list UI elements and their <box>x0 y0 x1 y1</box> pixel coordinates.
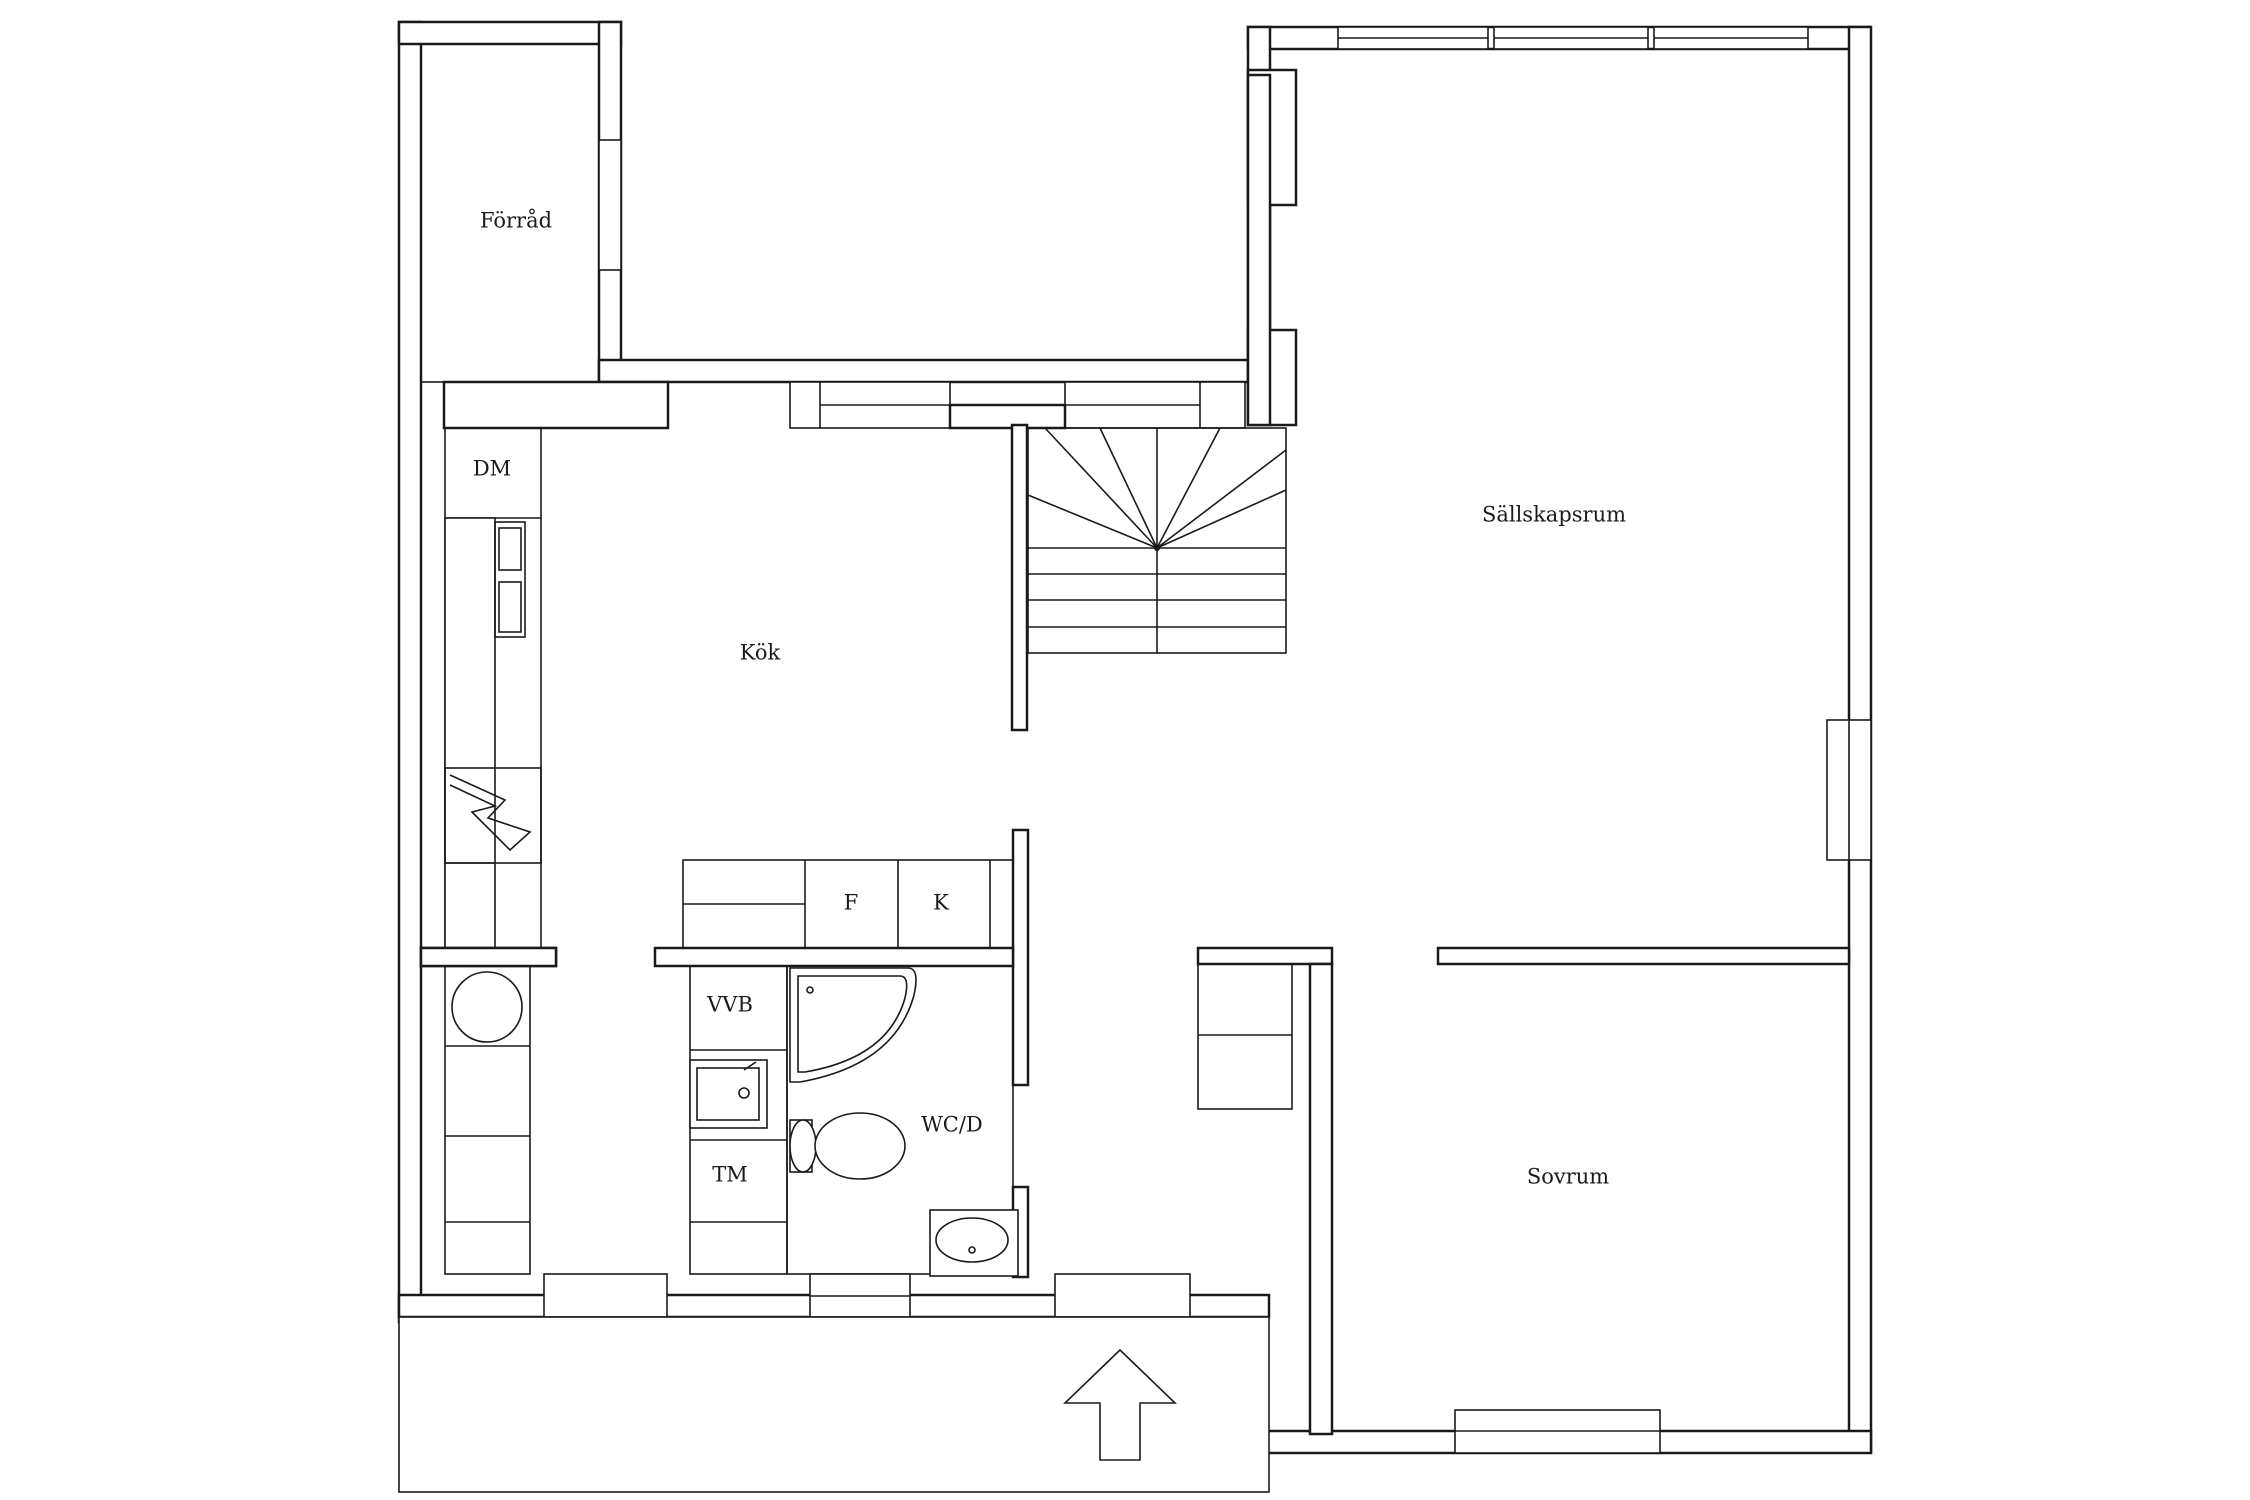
storage-room: Förråd <box>420 43 622 383</box>
corner-shower <box>789 967 917 1083</box>
kitchen-counter <box>444 427 542 949</box>
bottom-openings <box>543 1273 1191 1318</box>
freezer-label: K <box>933 891 949 915</box>
living-room-label: Sällskapsrum <box>1482 503 1626 527</box>
water-heater-label: VVB <box>706 993 753 1017</box>
utility-sink <box>689 1059 768 1129</box>
staircase <box>1027 427 1287 654</box>
top-windows <box>1337 26 1809 50</box>
kitchen-walls <box>442 380 1246 732</box>
dishwasher-label: DM <box>473 457 511 481</box>
bathroom-label: WC/D <box>921 1113 983 1137</box>
inner-top-walls <box>1246 68 1298 427</box>
washbasin <box>929 1209 1019 1277</box>
dryer-label: TM <box>712 1163 748 1187</box>
kitchen-label: Kök <box>740 641 781 665</box>
fridge-label: F <box>844 891 859 915</box>
bedroom-label: Sovrum <box>1527 1165 1609 1189</box>
living-bedroom-walls <box>1196 719 1872 1454</box>
entrance-arrow-icon <box>1063 1348 1177 1461</box>
storage-label: Förråd <box>480 209 552 233</box>
laundry-area <box>419 946 558 1275</box>
toilet <box>789 1112 906 1180</box>
fridge-freezer-block <box>682 828 1030 1087</box>
entrance-porch <box>398 1316 1270 1493</box>
